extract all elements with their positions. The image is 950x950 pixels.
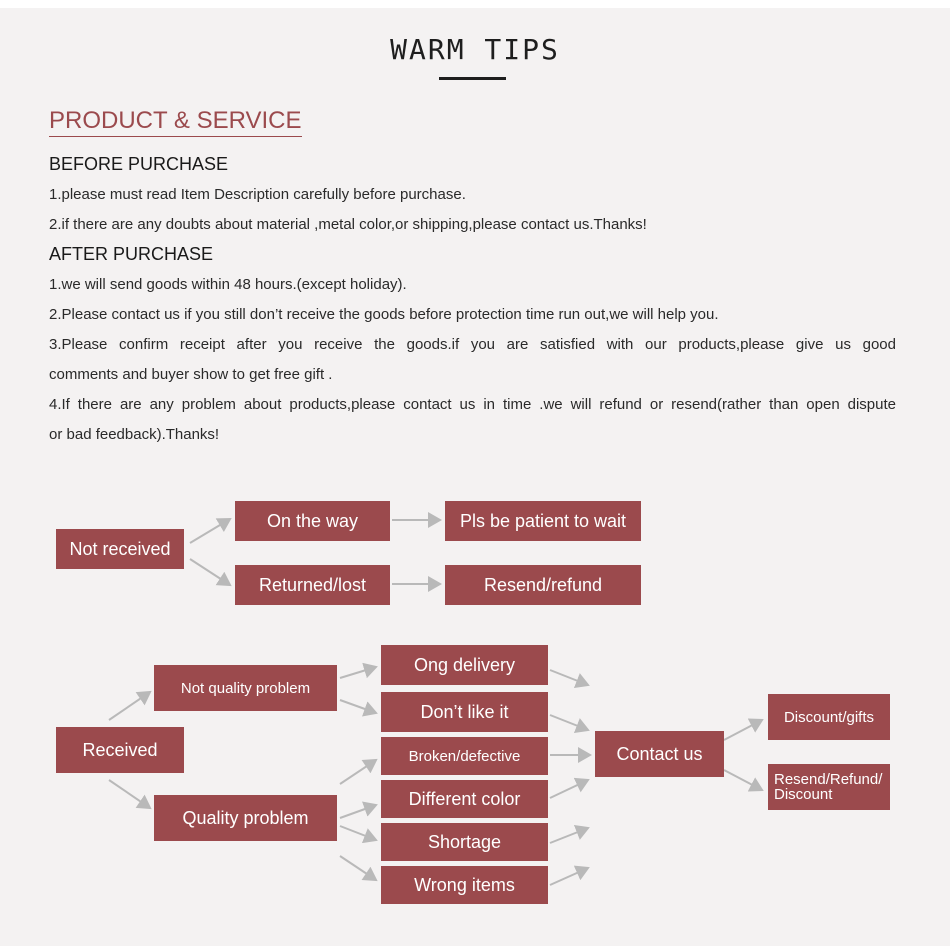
node-broken-defective: Broken/defective bbox=[381, 737, 548, 775]
arrow-received-notquality bbox=[108, 690, 152, 721]
node-dont-like-it: Don’t like it bbox=[381, 692, 548, 732]
after-line-4: 4.If there are any problem about product… bbox=[49, 396, 896, 413]
title-underline bbox=[439, 77, 506, 80]
resend-refund-discount-line1: Resend/Refund/ bbox=[774, 771, 883, 788]
after-purchase-heading: AFTER PURCHASE bbox=[49, 244, 214, 264]
after-line-2: 2.Please contact us if you still don’t r… bbox=[49, 306, 719, 323]
before-line-2: 2.if there are any doubts about material… bbox=[49, 216, 647, 233]
arrow-q-diff bbox=[339, 801, 378, 819]
after-line-1: 1.we will send goods within 48 hours.(ex… bbox=[49, 276, 407, 293]
node-on-the-way: On the way bbox=[235, 501, 390, 541]
node-resend-refund-discount: Resend/Refund/ Discount bbox=[768, 764, 890, 810]
arrow-contact-resend bbox=[723, 769, 764, 792]
after-line-4-cont: or bad feedback).Thanks! bbox=[49, 426, 220, 443]
node-shortage: Shortage bbox=[381, 823, 548, 861]
arrow-diff-contact bbox=[549, 777, 590, 799]
node-ong-delivery: Ong delivery bbox=[381, 645, 548, 685]
arrow-notrec-returned bbox=[189, 558, 232, 587]
node-received: Received bbox=[56, 727, 184, 773]
section-heading: PRODUCT & SERVICE bbox=[49, 107, 302, 137]
node-not-quality-problem: Not quality problem bbox=[154, 665, 337, 711]
arrow-notrec-ontheway bbox=[189, 517, 232, 544]
arrow-received-quality bbox=[108, 779, 152, 810]
arrow-short-out bbox=[549, 824, 590, 844]
node-quality-problem: Quality problem bbox=[154, 795, 337, 841]
after-line-3-cont: comments and buyer show to get free gift… bbox=[49, 366, 333, 383]
node-contact-us: Contact us bbox=[595, 731, 724, 777]
node-wrong-items: Wrong items bbox=[381, 866, 548, 904]
node-resend-refund: Resend/refund bbox=[445, 565, 641, 605]
before-line-1: 1.please must read Item Description care… bbox=[49, 186, 466, 203]
arrow-ong-out bbox=[549, 669, 590, 689]
node-discount-gifts: Discount/gifts bbox=[768, 694, 890, 740]
node-different-color: Different color bbox=[381, 780, 548, 818]
node-not-received: Not received bbox=[56, 529, 184, 569]
arrow-q-wrong bbox=[339, 855, 378, 882]
arrow-dont-contact bbox=[549, 714, 590, 734]
arrow-q-short bbox=[339, 825, 378, 844]
arrow-nq-dont bbox=[339, 699, 378, 717]
resend-refund-discount-line2: Discount bbox=[774, 786, 833, 803]
page-title: WARM TIPS bbox=[390, 33, 560, 66]
node-returned-lost: Returned/lost bbox=[235, 565, 390, 605]
node-be-patient: Pls be patient to wait bbox=[445, 501, 641, 541]
arrow-nq-ong bbox=[339, 662, 378, 679]
arrow-wrong-out bbox=[549, 865, 590, 886]
before-purchase-heading: BEFORE PURCHASE bbox=[49, 154, 229, 174]
after-line-3: 3.Please confirm receipt after you recei… bbox=[49, 336, 896, 353]
arrow-contact-discount bbox=[723, 718, 764, 741]
arrow-q-broken bbox=[339, 758, 378, 785]
